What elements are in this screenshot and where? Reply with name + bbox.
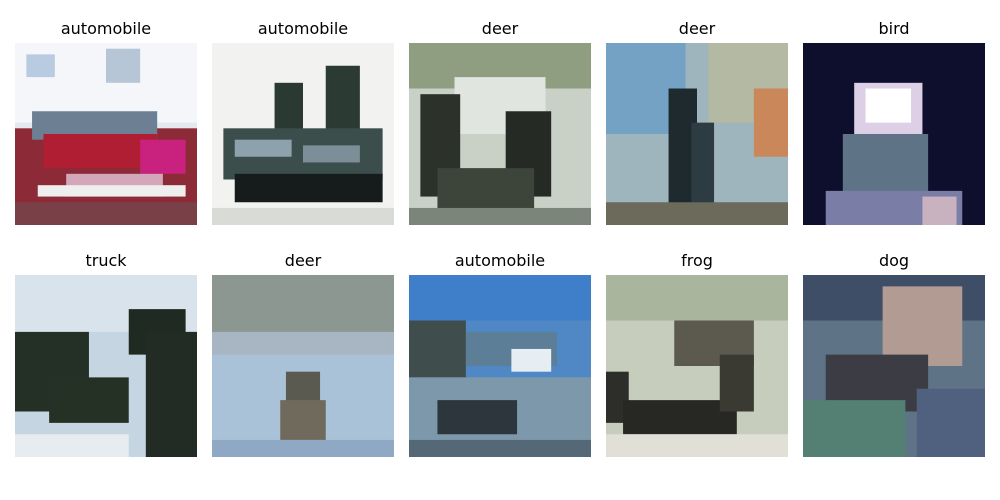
generated-image [606,43,788,225]
generated-image [606,275,788,457]
image-label: automobile [60,19,152,38]
image-label: automobile [454,251,546,270]
image-label: deer [678,19,716,38]
image-label: automobile [257,19,349,38]
generated-image [803,275,985,457]
image-label: bird [878,19,910,38]
image-label: truck [85,251,127,270]
generated-image [409,43,591,225]
generated-image [15,43,197,225]
image-label: frog [681,251,713,270]
generated-image [15,275,197,457]
image-label: deer [284,251,322,270]
generated-image [409,275,591,457]
generated-image [212,43,394,225]
generated-image [212,275,394,457]
image-label: dog [878,251,910,270]
generated-image [803,43,985,225]
image-label: deer [481,19,519,38]
